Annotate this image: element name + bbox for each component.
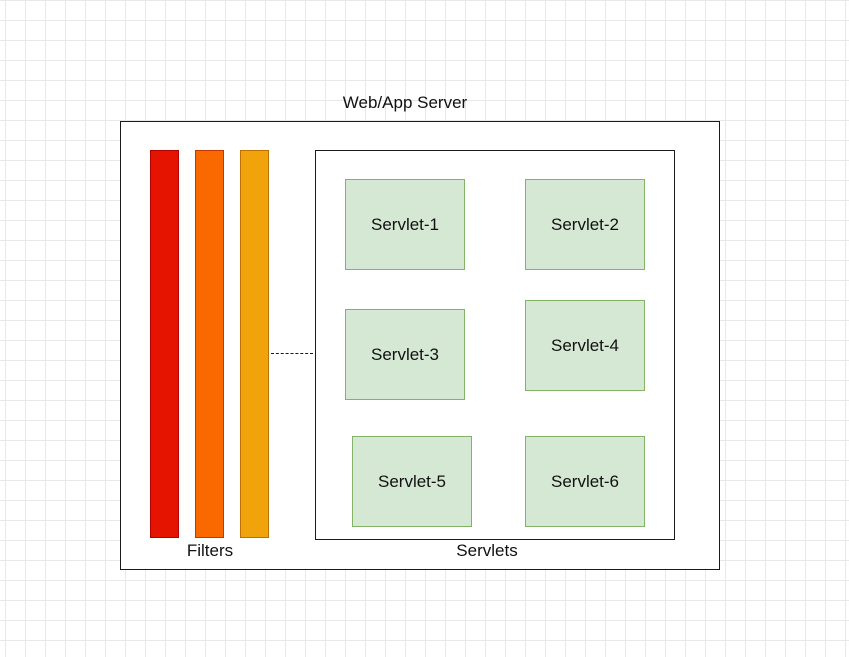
servlet-node-6: Servlet-6 (525, 436, 645, 527)
servlet-node-1: Servlet-1 (345, 179, 465, 270)
server-title: Web/App Server (342, 93, 468, 112)
filter-bar-3 (240, 150, 269, 538)
servlet-node-4: Servlet-4 (525, 300, 645, 391)
filter-bar-1 (150, 150, 179, 538)
servlet-node-5: Servlet-5 (352, 436, 472, 527)
filter-servlet-connector (271, 353, 313, 354)
servlet-node-2: Servlet-2 (525, 179, 645, 270)
filter-bar-2 (195, 150, 224, 538)
filters-label: Filters (186, 541, 234, 560)
servlet-node-3: Servlet-3 (345, 309, 465, 400)
servlets-label: Servlets (456, 541, 518, 560)
